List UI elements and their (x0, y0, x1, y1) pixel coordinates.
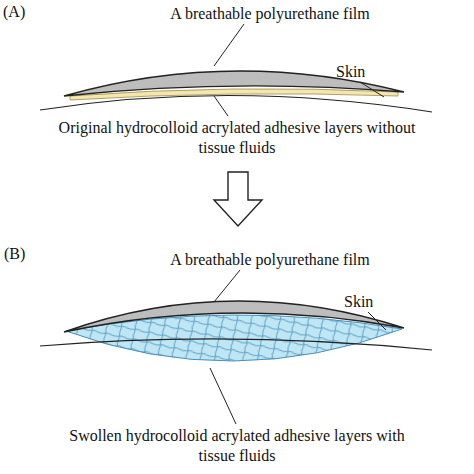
leader-line (214, 96, 228, 116)
panel-a (40, 24, 432, 116)
panel-b (40, 270, 432, 424)
panel-letter: (A) (3, 2, 43, 22)
panel-letter: (B) (4, 244, 44, 264)
film-label: A breathable polyurethane film (120, 250, 420, 270)
leader-line (360, 82, 384, 97)
skin-line (40, 95, 432, 112)
transition-arrow (214, 172, 262, 226)
adhesive-label: Swollen hydrocolloid acrylated adhesive … (52, 426, 422, 466)
leader-line (214, 270, 240, 302)
skin-label: Skin (344, 292, 404, 312)
leader-line (214, 24, 244, 66)
leader-line (368, 312, 386, 330)
skin-line (40, 339, 432, 350)
film-label: A breathable polyurethane film (120, 4, 420, 24)
adhesive-label: Original hydrocolloid acrylated adhesive… (52, 118, 422, 158)
leader-line (210, 368, 236, 424)
skin-label: Skin (336, 62, 396, 82)
